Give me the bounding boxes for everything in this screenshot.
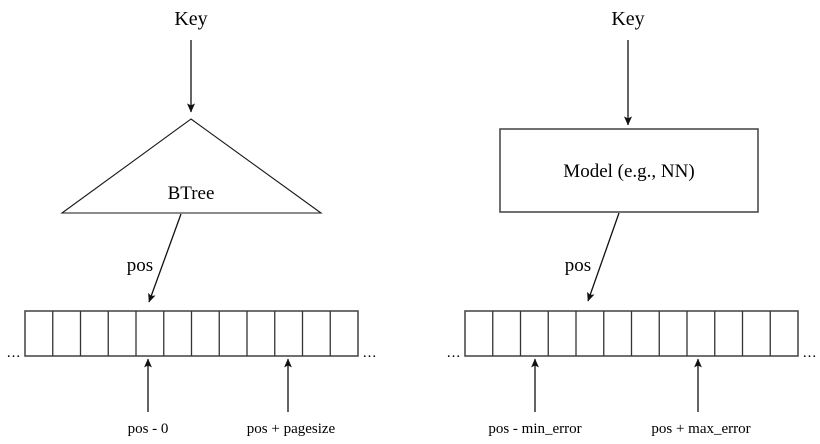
btree-triangle-shape <box>60 118 323 214</box>
btree-array <box>24 310 359 357</box>
btree-array-left-ellipsis: ... <box>7 345 21 361</box>
model-upper-bound-label: pos + max_error <box>651 421 750 437</box>
btree-node-label: BTree <box>168 183 215 204</box>
panel-btree: Key BTree pos ... . <box>7 8 377 437</box>
btree-array-right-ellipsis: ... <box>363 345 377 361</box>
btree-upper-bound-label: pos + pagesize <box>247 421 336 437</box>
model-lower-bound-label: pos - min_error <box>488 421 581 437</box>
model-box-shape <box>499 128 759 213</box>
btree-key-label: Key <box>174 8 207 30</box>
model-array-left-ellipsis: ... <box>447 345 461 361</box>
panel-learned-index: Key Model (e.g., NN) pos <box>447 8 817 437</box>
model-pos-arrow <box>587 212 620 302</box>
model-array-right-ellipsis: ... <box>803 345 817 361</box>
btree-lower-bound-label: pos - 0 <box>128 421 169 437</box>
btree-pos-arrow <box>148 213 182 303</box>
model-node-label: Model (e.g., NN) <box>563 161 694 182</box>
model-array <box>464 310 799 357</box>
model-key-label: Key <box>611 8 644 30</box>
btree-pos-label: pos <box>127 255 153 276</box>
model-pos-label: pos <box>565 255 591 276</box>
